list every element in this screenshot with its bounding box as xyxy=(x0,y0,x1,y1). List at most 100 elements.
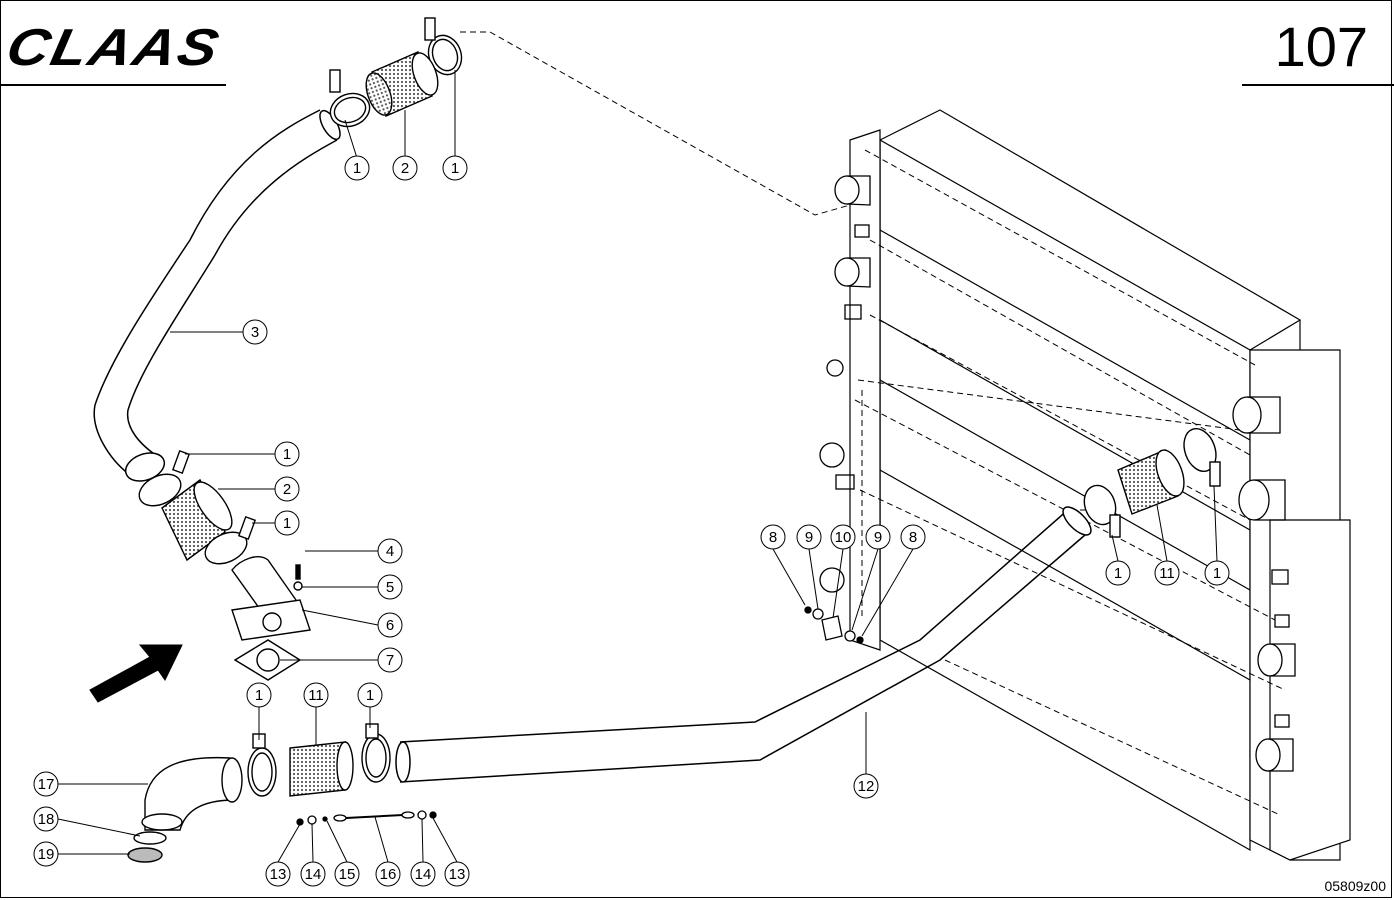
header-rule-right xyxy=(1242,84,1394,86)
callout-label: 1 xyxy=(283,446,291,463)
callout-label: 14 xyxy=(415,866,432,883)
callout-label: 12 xyxy=(858,778,875,795)
callout-18: 18 xyxy=(33,806,141,837)
callout-3: 3 xyxy=(170,319,268,345)
callout-circle xyxy=(33,806,59,832)
callout-label: 2 xyxy=(401,160,409,177)
callout-14: 14 xyxy=(300,823,326,887)
callout-leader xyxy=(832,548,844,619)
callout-1: 1 xyxy=(357,682,383,728)
callout-circle xyxy=(344,155,370,181)
callout-label: 1 xyxy=(1114,565,1122,582)
callout-2: 2 xyxy=(218,476,300,502)
callout-label: 8 xyxy=(909,529,917,546)
callout-19: 19 xyxy=(33,841,130,867)
callout-leader xyxy=(851,548,879,631)
callout-label: 4 xyxy=(386,543,394,560)
callout-circle xyxy=(33,841,59,867)
lower-clamps xyxy=(247,723,391,797)
callout-1: 1 xyxy=(185,441,300,467)
callout-circle xyxy=(410,861,436,887)
callout-label: 1 xyxy=(255,687,263,704)
callout-label: 9 xyxy=(874,529,882,546)
callout-label: 7 xyxy=(386,652,394,669)
callout-14: 14 xyxy=(410,818,436,887)
callout-circle xyxy=(377,538,403,564)
callout-label: 1 xyxy=(366,687,374,704)
callout-circle xyxy=(274,476,300,502)
callout-label: 16 xyxy=(380,866,397,883)
callout-circle xyxy=(1204,560,1230,586)
callout-6: 6 xyxy=(301,609,403,638)
callout-circle xyxy=(274,510,300,536)
callout-16: 16 xyxy=(374,816,401,887)
callout-label: 11 xyxy=(1159,565,1175,582)
callout-circle xyxy=(1154,560,1180,586)
callout-leader xyxy=(808,548,819,610)
callout-label: 1 xyxy=(1213,565,1221,582)
callout-13: 13 xyxy=(265,823,301,887)
callout-7: 7 xyxy=(280,647,403,673)
callout-1: 1 xyxy=(252,510,300,536)
callout-label: 2 xyxy=(283,481,291,498)
callout-label: 13 xyxy=(270,866,287,883)
callout-circle xyxy=(274,441,300,467)
callout-circle xyxy=(242,319,268,345)
ground-cable xyxy=(296,810,437,826)
callout-leader xyxy=(861,548,914,637)
callout-8: 8 xyxy=(760,524,806,606)
callout-circle xyxy=(33,771,59,797)
callout-label: 15 xyxy=(339,866,356,883)
callout-leader xyxy=(301,609,379,626)
callout-label: 13 xyxy=(449,866,466,883)
callout-label: 18 xyxy=(38,811,55,828)
upper-clamps xyxy=(329,17,463,128)
callout-leader xyxy=(374,816,389,863)
callout-leader xyxy=(1111,534,1119,562)
callout-11: 11 xyxy=(303,682,329,745)
callout-circle xyxy=(1105,560,1131,586)
callout-1: 1 xyxy=(246,682,272,740)
callout-circle xyxy=(853,773,879,799)
callout-circle xyxy=(357,682,383,708)
callout-circle xyxy=(442,155,468,181)
callout-circle xyxy=(760,524,786,550)
callout-label: 10 xyxy=(835,529,852,546)
callout-circle xyxy=(377,612,403,638)
right-clamps xyxy=(1083,427,1221,538)
callout-1: 1 xyxy=(442,70,468,181)
callout-label: 19 xyxy=(38,846,55,863)
middle-connection xyxy=(138,449,311,681)
callout-label: 3 xyxy=(251,324,259,341)
callout-leader xyxy=(1213,485,1218,562)
callout-9: 9 xyxy=(851,524,891,631)
assembly-dashed-lines xyxy=(460,31,1286,816)
callout-leader xyxy=(277,823,301,863)
callout-circle xyxy=(300,861,326,887)
callout-17: 17 xyxy=(33,771,148,797)
callout-leader xyxy=(57,818,141,837)
callout-label: 1 xyxy=(283,515,291,532)
callout-circle xyxy=(377,574,403,600)
callout-12: 12 xyxy=(853,712,879,799)
callout-1: 1 xyxy=(1105,534,1131,586)
callout-11: 11 xyxy=(1154,504,1180,586)
callout-1: 1 xyxy=(344,119,370,181)
callout-8: 8 xyxy=(861,524,926,637)
lower-elbow-assembly xyxy=(127,756,243,863)
callout-leader xyxy=(772,548,806,606)
callout-circle xyxy=(444,861,470,887)
callout-leader xyxy=(326,820,348,863)
callout-circle xyxy=(392,155,418,181)
callout-label: 11 xyxy=(308,687,324,704)
callout-15: 15 xyxy=(326,820,360,887)
callout-9: 9 xyxy=(796,524,822,610)
callout-leader xyxy=(344,119,358,159)
callout-label: 6 xyxy=(386,617,394,634)
callout-leader xyxy=(1156,504,1168,562)
drawing-code: 05809z00 xyxy=(1324,878,1386,894)
callout-leader xyxy=(432,817,458,863)
hose-upper xyxy=(93,109,341,482)
